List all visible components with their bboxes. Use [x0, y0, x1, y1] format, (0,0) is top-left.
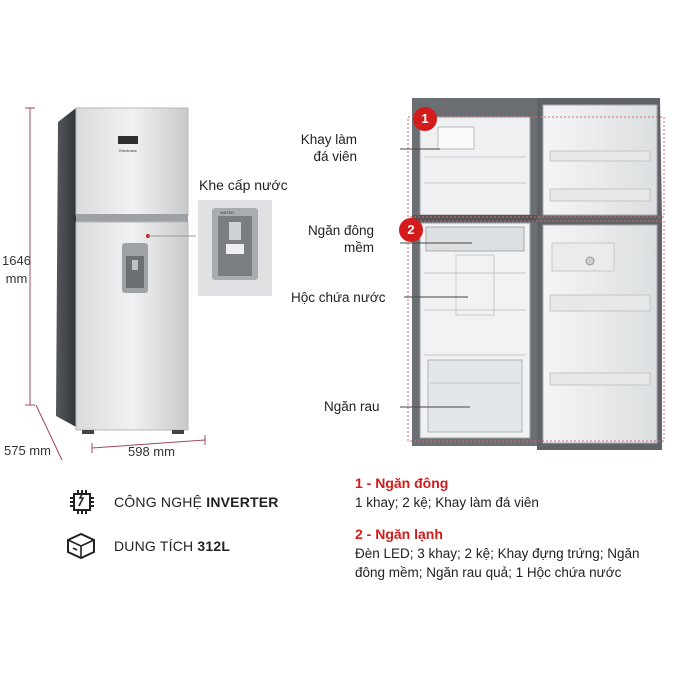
callout-soft-freeze-line2: mềm	[344, 240, 374, 255]
fridge-spec-desc-line1: Đèn LED; 3 khay; 2 kệ; Khay đựng trứng; …	[355, 546, 640, 561]
capacity-box-icon	[67, 532, 95, 560]
inverter-chip-icon	[70, 490, 94, 514]
dispenser-label: Khe cấp nước	[199, 177, 288, 193]
callout-soft-freeze-line1: Ngăn đông	[307, 223, 374, 238]
svg-text:Electrolux: Electrolux	[119, 148, 137, 153]
feature-capacity-prefix: DUNG TÍCH	[114, 538, 198, 554]
feature-inverter: CÔNG NGHỆ INVERTER	[114, 494, 279, 510]
feature-capacity-bold: 312L	[197, 538, 231, 554]
fridge-spec-desc-line2: đông mềm; Ngăn rau quả; 1 Hộc chứa nước	[355, 565, 622, 580]
badge-fridge: 2	[399, 218, 423, 242]
freezer-spec-title: 1 - Ngăn đông	[355, 475, 449, 491]
dispenser-zoom-image: WATER	[198, 200, 272, 296]
svg-text:WATER: WATER	[220, 210, 234, 215]
depth-dimension: 575 mm	[4, 443, 51, 458]
callout-vegetable: Ngăn rau	[324, 399, 380, 414]
fridge-front-illustration: Electrolux	[25, 107, 206, 461]
freezer-spec-desc: 1 khay; 2 kệ; Khay làm đá viên	[355, 495, 539, 510]
fridge-interior-illustration	[400, 98, 665, 450]
feature-inverter-prefix: CÔNG NGHỆ	[114, 494, 207, 510]
callout-water-tank: Hộc chứa nước	[291, 290, 386, 305]
badge-freezer: 1	[413, 107, 437, 131]
fridge-spec-title: 2 - Ngăn lạnh	[355, 526, 443, 542]
callout-ice-tray-line2: đá viên	[313, 149, 357, 164]
callout-soft-freeze: Ngăn đông mềm	[300, 222, 374, 256]
feature-inverter-bold: INVERTER	[206, 494, 279, 510]
brand-logo-icon	[118, 136, 138, 144]
width-dimension: 598 mm	[128, 444, 175, 459]
height-dimension: 1646 mm	[2, 253, 31, 286]
callout-ice-tray-line1: Khay làm	[300, 132, 357, 147]
feature-capacity: DUNG TÍCH 312L	[114, 538, 230, 554]
callout-ice-tray: Khay làm đá viên	[293, 131, 357, 165]
fridge-spec-desc: Đèn LED; 3 khay; 2 kệ; Khay đựng trứng; …	[355, 544, 639, 582]
